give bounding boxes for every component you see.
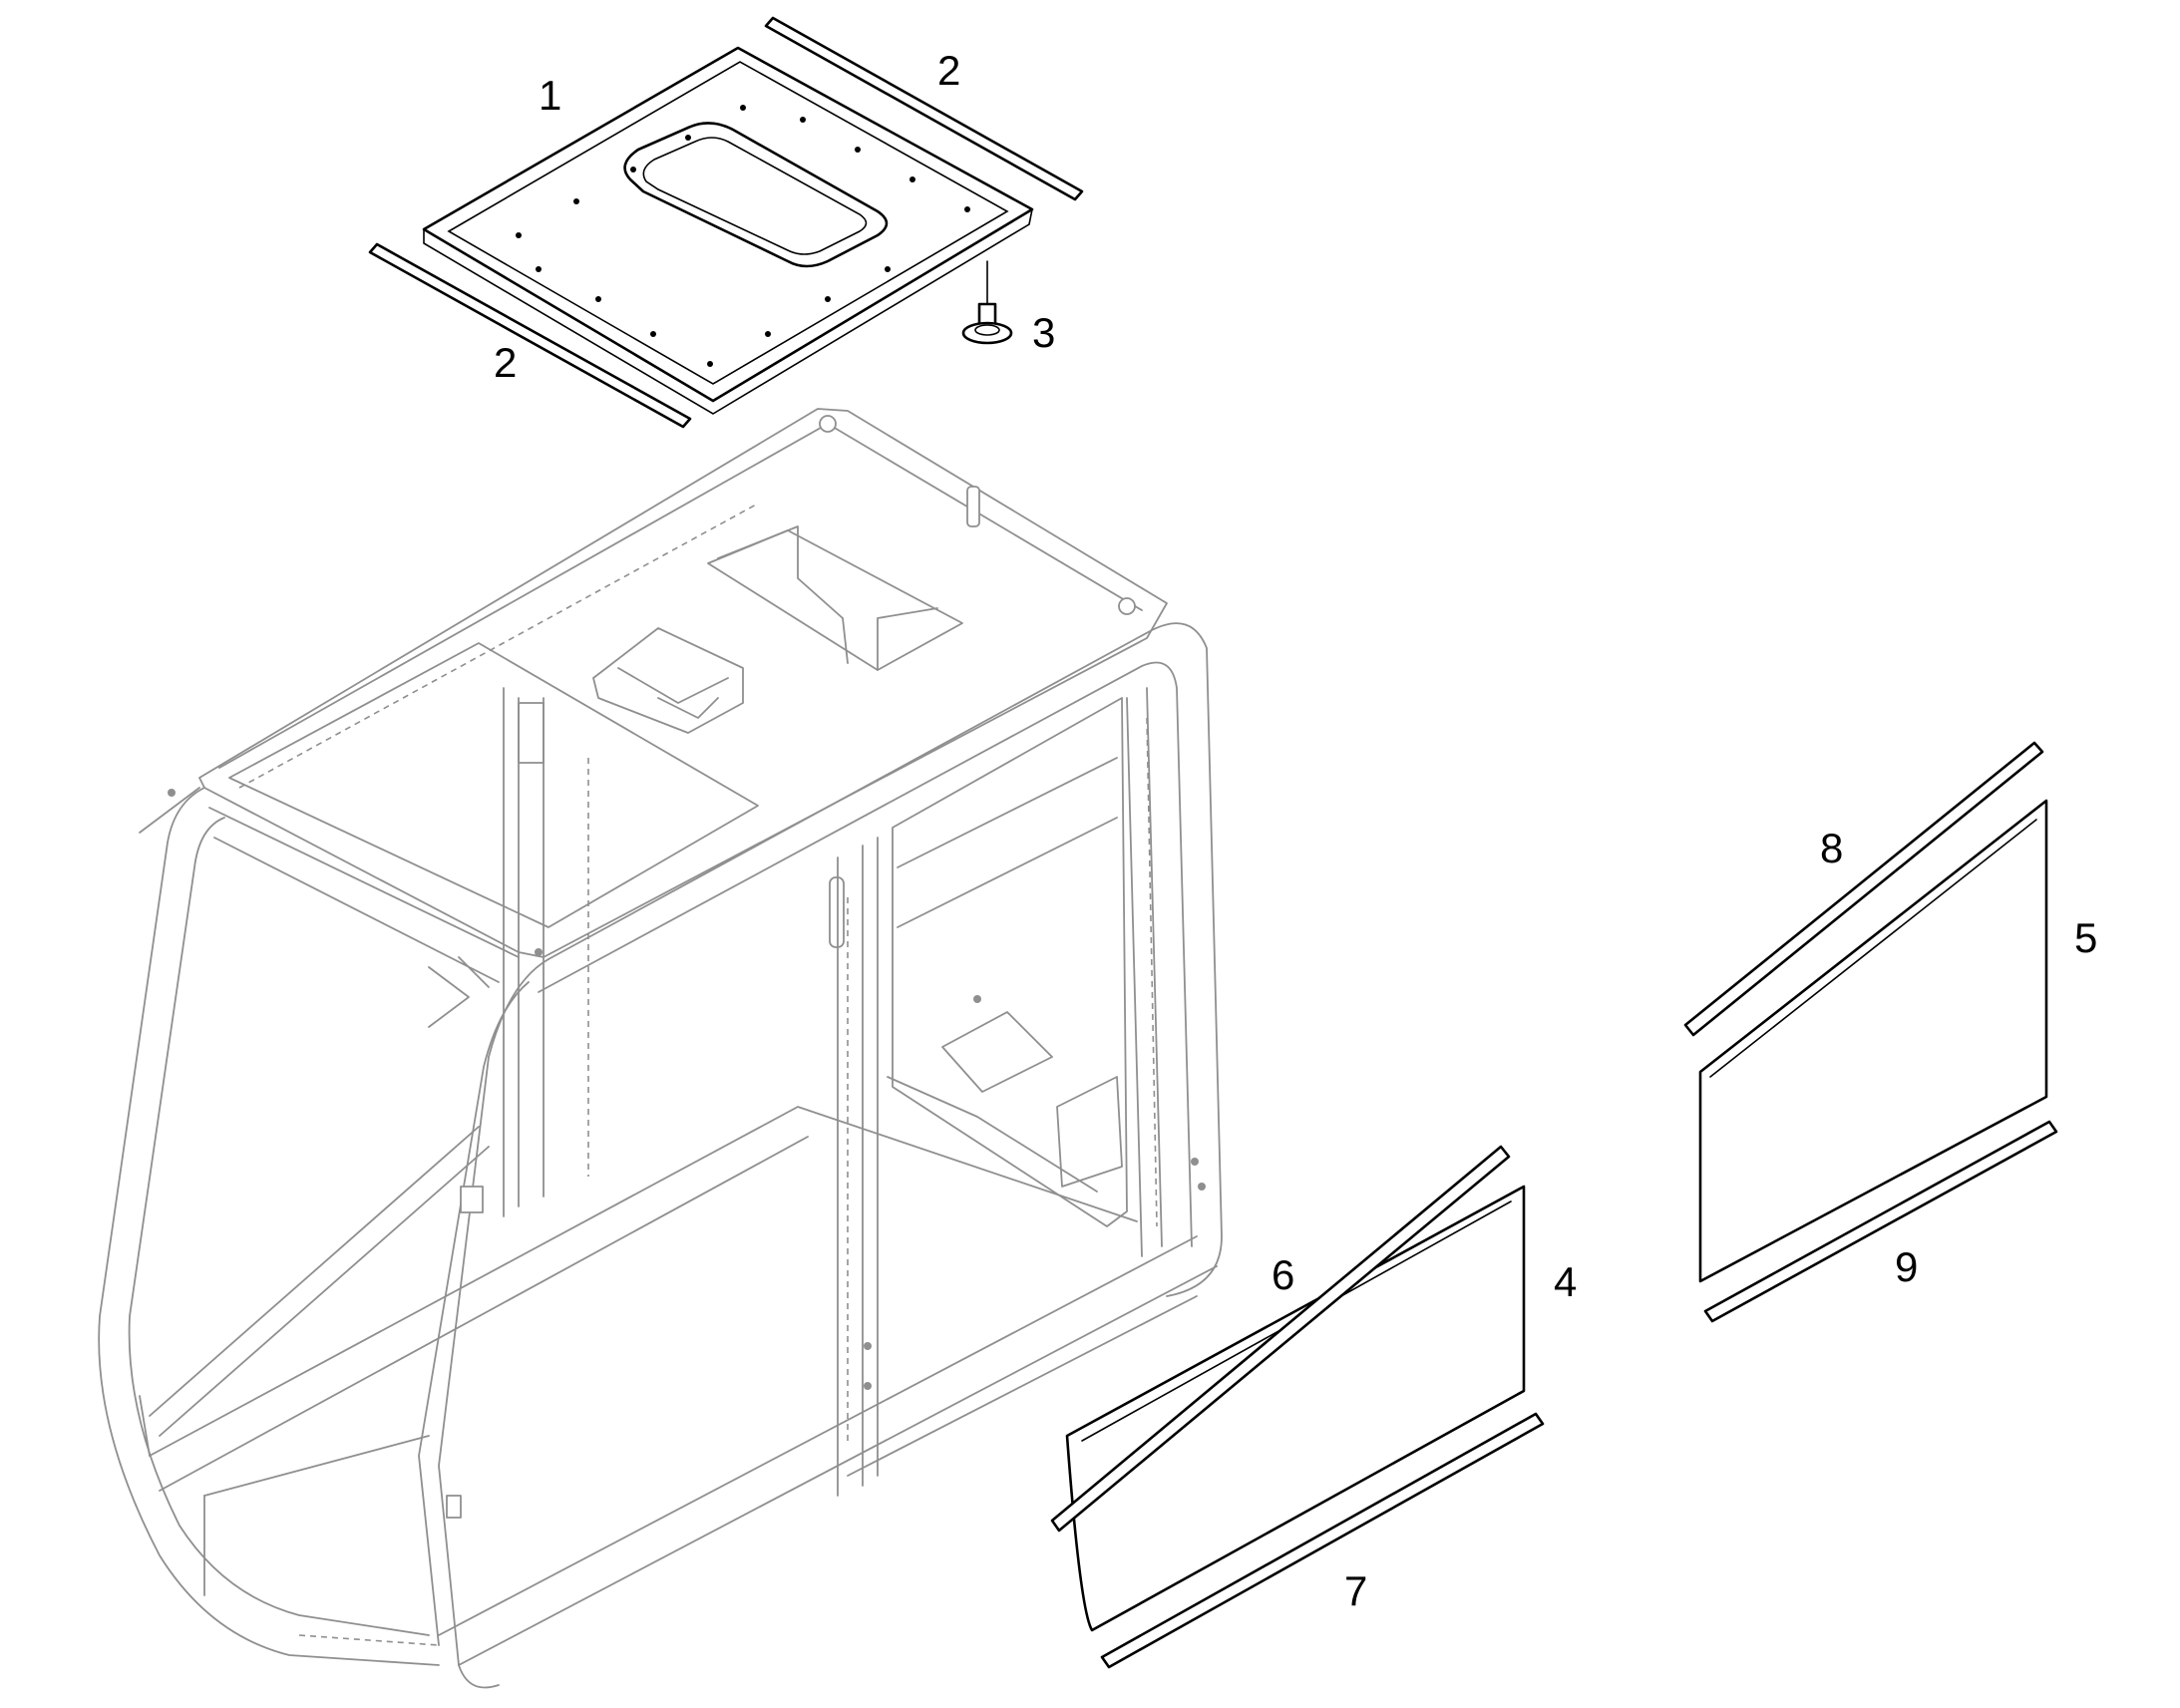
callout-3: 3 bbox=[1032, 309, 1055, 356]
callout-2-lower: 2 bbox=[494, 339, 517, 386]
callouts: 1 2 2 3 4 5 6 7 8 9 bbox=[494, 47, 2097, 1614]
callout-8: 8 bbox=[1820, 825, 1843, 871]
weather-strip-part-9 bbox=[1703, 1120, 2058, 1323]
cab-frame bbox=[98, 408, 1223, 1689]
callout-1: 1 bbox=[539, 72, 561, 119]
roof-panel-part-1 bbox=[422, 46, 1034, 415]
callout-6: 6 bbox=[1272, 1251, 1294, 1298]
glass-panel-part-5 bbox=[1698, 799, 2048, 1283]
callout-7: 7 bbox=[1344, 1567, 1367, 1614]
callout-5: 5 bbox=[2074, 914, 2097, 961]
callout-2-upper: 2 bbox=[937, 47, 960, 94]
seal-strip-upper-part-2 bbox=[764, 16, 1084, 201]
seal-strip-lower-part-2 bbox=[368, 242, 692, 429]
weather-strip-part-7 bbox=[1100, 1412, 1545, 1669]
weather-strip-part-6 bbox=[1050, 1145, 1511, 1533]
bolt-part-3 bbox=[961, 260, 1013, 345]
weather-strip-part-8 bbox=[1683, 741, 2044, 1037]
callout-4: 4 bbox=[1554, 1258, 1577, 1305]
callout-9: 9 bbox=[1895, 1243, 1918, 1290]
